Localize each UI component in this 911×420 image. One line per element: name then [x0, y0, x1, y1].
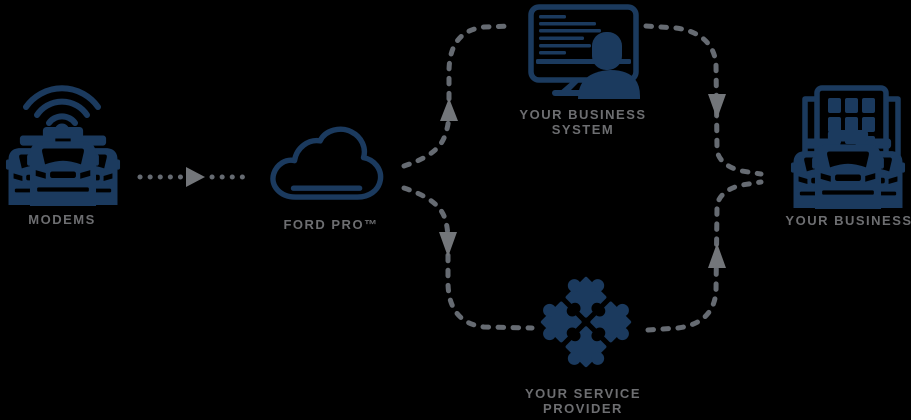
business-label: YOUR BUSINESS	[785, 213, 911, 228]
arrowhead-down	[708, 94, 726, 119]
office-building-icon	[802, 85, 901, 166]
service-provider-label-line1: YOUR SERVICE	[524, 386, 641, 401]
monitor-user-icon	[528, 4, 640, 99]
puzzle-pieces-icon	[528, 264, 644, 380]
connector-network	[401, 23, 764, 333]
arrowhead-up	[708, 243, 726, 268]
service-provider-label-line2: PROVIDER	[543, 401, 623, 416]
ford-pro-label: FORD PRO™	[283, 217, 379, 232]
arrowhead-up	[440, 98, 458, 121]
vans-fleet-icon	[789, 130, 907, 209]
business-system-label-line2: SYSTEM	[551, 122, 615, 137]
vans-fleet-icon	[4, 127, 122, 206]
business-system-label-line1: YOUR BUSINESS	[519, 107, 647, 122]
arrowhead-down	[439, 232, 457, 257]
cloud-icon	[270, 126, 384, 200]
business-system-label: YOUR BUSINESS SYSTEM	[503, 107, 663, 137]
arrowhead-right	[186, 167, 205, 187]
connector-service-provider-to-business	[645, 179, 764, 333]
connector-modems-to-fordpro	[137, 167, 246, 187]
connector-fordpro-to-service-provider	[401, 185, 535, 331]
connector-fordpro-to-business-system	[401, 23, 515, 169]
connector-business-system-to-business	[643, 23, 764, 177]
service-provider-label: YOUR SERVICE PROVIDER	[503, 386, 663, 416]
modems-label: MODEMS	[28, 212, 96, 227]
